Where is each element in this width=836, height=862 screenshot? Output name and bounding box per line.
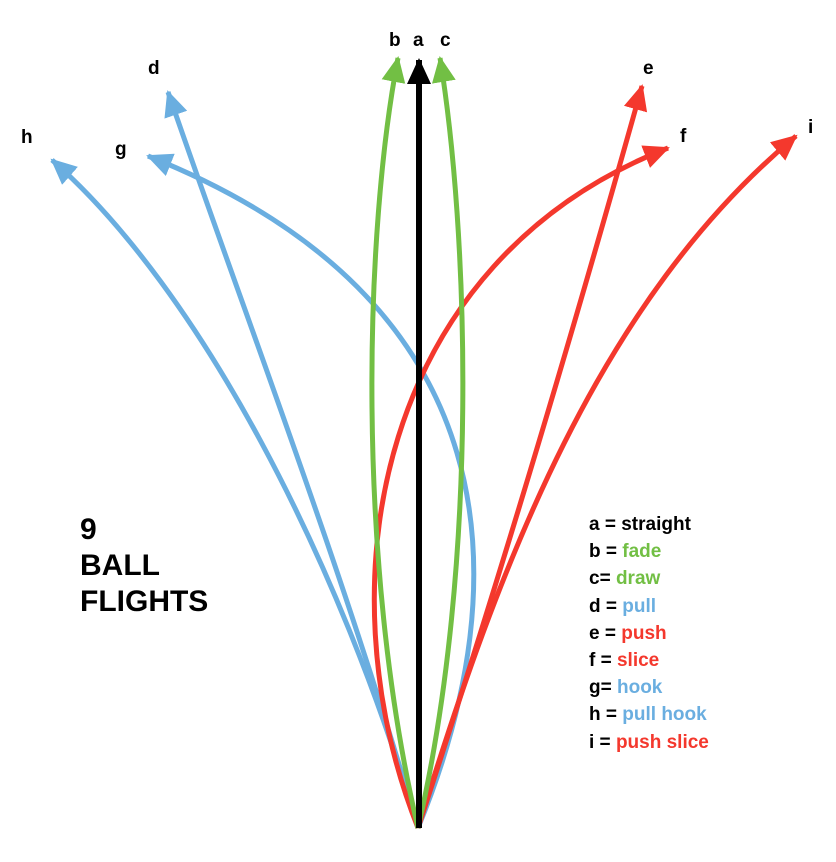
legend-label: pull [622, 595, 657, 617]
legend-label: fade [622, 541, 662, 563]
legend-label: hook [616, 677, 663, 699]
legend-row-h: h = pull hook [589, 701, 709, 728]
legend-row-b: b = fade [589, 538, 709, 565]
title-line-3: FLIGHTS [80, 585, 209, 618]
flight-path-i [415, 134, 798, 829]
legend-key: a = [589, 514, 622, 535]
legend-row-c: c= draw [589, 565, 709, 592]
flight-label-c: c [440, 30, 451, 51]
flight-path-h [50, 158, 421, 829]
flight-label-f: f [680, 126, 687, 147]
legend-row-e: e = push [589, 620, 709, 647]
legend-row-a: a = straight [589, 511, 709, 538]
flight-label-a: a [413, 30, 424, 51]
flight-label-i: i [808, 117, 813, 138]
legend-row-i: i = push slice [589, 729, 709, 756]
flight-label-h: h [21, 127, 33, 148]
legend-label: push slice [615, 731, 709, 753]
legend-label: pull hook [622, 704, 707, 726]
legend-key: b = [589, 541, 623, 563]
legend-key: c= [589, 568, 616, 590]
legend-label: push [621, 622, 667, 644]
legend-label: straight [621, 514, 691, 535]
legend-label: draw [615, 568, 661, 590]
legend-row-g: g= hook [589, 674, 709, 701]
legend-key: f = [589, 649, 617, 671]
title-line-2: BALL [80, 549, 160, 582]
flight-label-d: d [148, 58, 160, 79]
flight-path-f [371, 145, 670, 829]
flight-label-e: e [643, 58, 654, 79]
flight-path-c [415, 56, 466, 829]
title-line-1: 9 [80, 513, 97, 546]
flight-label-b: b [389, 30, 401, 51]
legend-key: h = [589, 704, 623, 726]
legend-key: d = [589, 595, 623, 617]
legend-key: g= [589, 677, 617, 699]
flight-path-b [369, 56, 421, 829]
legend-label: slice [616, 649, 660, 671]
flight-label-g: g [115, 139, 127, 160]
legend-key: e = [589, 622, 622, 644]
legend: a = straight b = fade c= draw d = pull e… [589, 511, 709, 756]
legend-row-f: f = slice [589, 647, 709, 674]
diagram-title: 9 BALL FLIGHTS [80, 512, 208, 620]
legend-row-d: d = pull [589, 593, 709, 620]
legend-key: i = [589, 731, 616, 753]
